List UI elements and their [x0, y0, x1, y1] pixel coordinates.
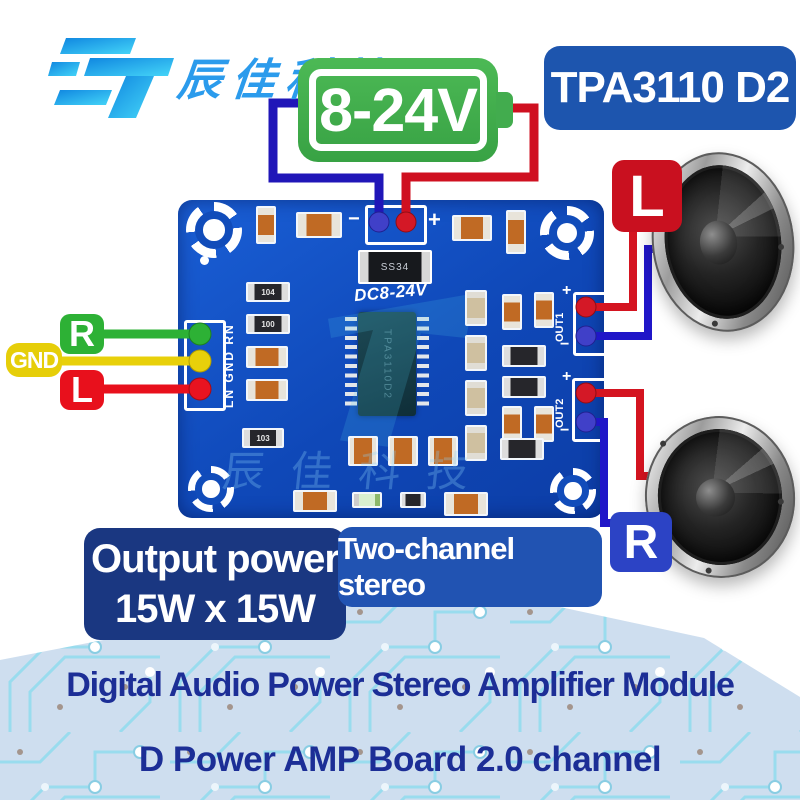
- smd-component: [388, 436, 418, 466]
- smd-component: [534, 406, 554, 442]
- smd-component: [465, 290, 487, 326]
- mounting-hole: [186, 202, 242, 258]
- smd-component: [296, 212, 342, 238]
- chip-model-badge: TPA3110 D2: [544, 46, 796, 130]
- smd-component: [352, 492, 382, 508]
- speaker-screw: [711, 320, 718, 327]
- output-power-line1: Output power: [91, 537, 340, 581]
- input-terminal-right: [188, 322, 212, 346]
- mounting-hole: [540, 206, 594, 260]
- brand-logo-icon: [48, 38, 174, 118]
- out1-terminal-positive: [575, 296, 597, 318]
- diode-ss34: SS34: [358, 250, 432, 284]
- smd-component: [246, 379, 288, 401]
- input-terminal-left: [188, 377, 212, 401]
- smd-component: 100: [246, 314, 290, 334]
- speaker-screw: [704, 566, 712, 574]
- speaker-screw: [777, 243, 785, 251]
- silkscreen-dot: [200, 256, 209, 265]
- power-plus-mark: +: [428, 207, 441, 232]
- output-power-line2: 15W x 15W: [115, 587, 316, 631]
- smd-component: [502, 376, 546, 398]
- ic-chip: TPA3110D2: [345, 312, 429, 416]
- power-minus-mark: −: [348, 208, 360, 230]
- smd-component: [444, 492, 488, 516]
- out2-minus-mark: −: [560, 422, 570, 439]
- voltage-range-label: 8-24V: [319, 76, 478, 144]
- title-line-2: D Power AMP Board 2.0 channel: [138, 740, 662, 779]
- smd-component: [246, 346, 288, 368]
- out1-connector-outline: [573, 292, 609, 356]
- smd-component: [465, 335, 487, 371]
- smd-component: [502, 294, 522, 330]
- smd-component: 103: [242, 428, 284, 448]
- smd-component: [348, 436, 378, 466]
- speaker-screw: [777, 498, 785, 506]
- smd-component: [465, 380, 487, 416]
- input-ground-label: GND: [6, 343, 62, 377]
- out2-terminal-negative: [575, 411, 597, 433]
- smd-component: [428, 436, 458, 466]
- title-line-1: Digital Audio Power Stereo Amplifier Mod…: [66, 666, 735, 704]
- speaker-screw: [659, 440, 667, 448]
- diode-label: SS34: [380, 261, 410, 273]
- mounting-hole: [188, 466, 234, 512]
- out1-plus-mark: +: [562, 282, 572, 299]
- out2-plus-mark: +: [562, 368, 572, 385]
- out2-connector-outline: [572, 378, 608, 442]
- battery-icon: 8-24V: [298, 58, 513, 162]
- out2-terminal-positive: [575, 382, 597, 404]
- smd-component: [256, 206, 276, 244]
- smd-component: [534, 292, 554, 328]
- smd-component: [293, 490, 337, 512]
- out1-terminal-negative: [575, 325, 597, 347]
- input-terminal-ground: [188, 349, 212, 373]
- smd-component: [452, 215, 492, 241]
- smd-component: [500, 438, 544, 460]
- smd-component: [502, 345, 546, 367]
- power-wire-positive: [401, 103, 539, 221]
- amplifier-board-image: − + SS34 DC8-24V TPA3110D2 LN GND RN + O…: [178, 200, 609, 518]
- speaker-right-channel-label: R: [610, 512, 672, 572]
- power-wire-negative: [268, 98, 384, 221]
- smd-component: 104: [246, 282, 290, 302]
- out1-minus-mark: −: [560, 336, 570, 353]
- power-terminal-positive: [395, 211, 417, 233]
- input-left-label: L: [60, 369, 104, 410]
- stereo-badge: Two-channel stereo: [338, 527, 602, 607]
- output-power-badge: Output power 15W x 15W: [84, 528, 346, 640]
- ic-chip-label: TPA3110D2: [381, 328, 393, 400]
- mounting-hole: [550, 468, 596, 514]
- input-right-label: R: [60, 313, 104, 354]
- smd-component: [506, 210, 526, 254]
- smd-component: [400, 492, 426, 508]
- power-terminal-outline: [365, 205, 427, 245]
- smd-component: [465, 425, 487, 461]
- speaker-left-channel-label: L: [612, 160, 682, 232]
- power-terminal-negative: [368, 211, 390, 233]
